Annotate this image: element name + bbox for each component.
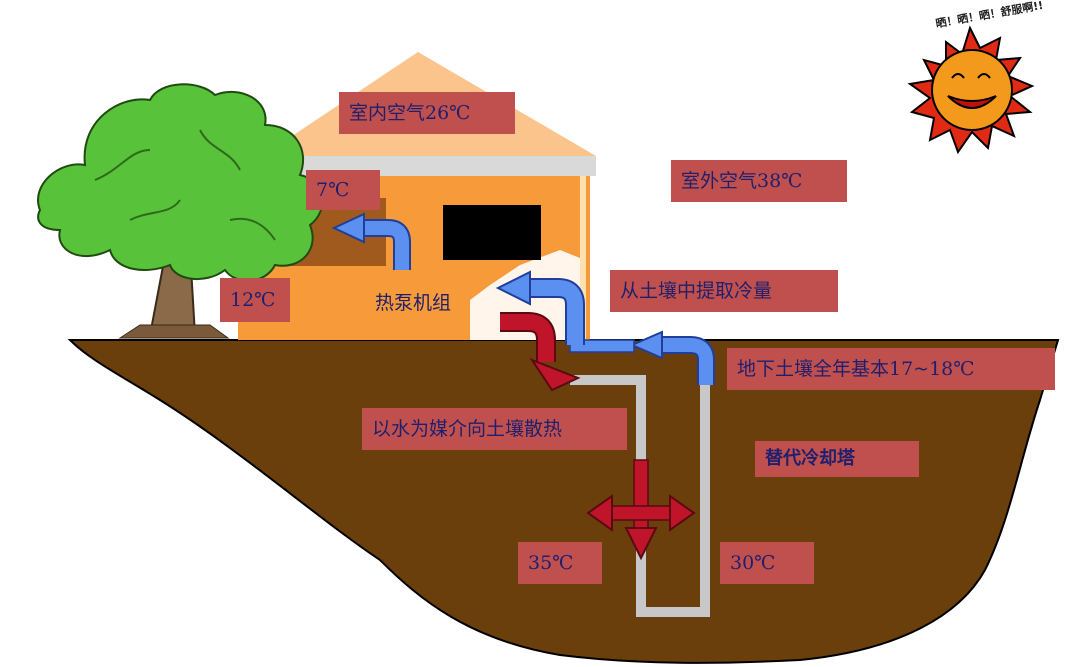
- return-temp-label: 12℃: [220, 278, 290, 322]
- heat-dissipation-arrows: [586, 459, 696, 561]
- pipe-out-temp-label: 30℃: [720, 542, 814, 584]
- indoor-air-label: 室内空气26℃: [339, 92, 515, 134]
- water-heat-dissipation-label: 以水为媒介向土壤散热: [362, 408, 627, 450]
- ground-loop-pipe: [570, 375, 710, 617]
- replace-cooling-tower-label: 替代冷却塔: [755, 441, 919, 477]
- window-icon: [443, 205, 541, 260]
- heat-pump-label: 热泵机组: [375, 292, 452, 314]
- supply-temp-label: 7℃: [306, 170, 380, 210]
- sun-icon: [907, 25, 1035, 155]
- outdoor-air-label: 室外空气38℃: [671, 160, 847, 202]
- extract-cooling-label: 从土壤中提取冷量: [610, 270, 838, 312]
- pipe-in-temp-label: 35℃: [518, 542, 602, 584]
- soil-temp-label: 地下土壤全年基本17~18℃: [727, 348, 1055, 390]
